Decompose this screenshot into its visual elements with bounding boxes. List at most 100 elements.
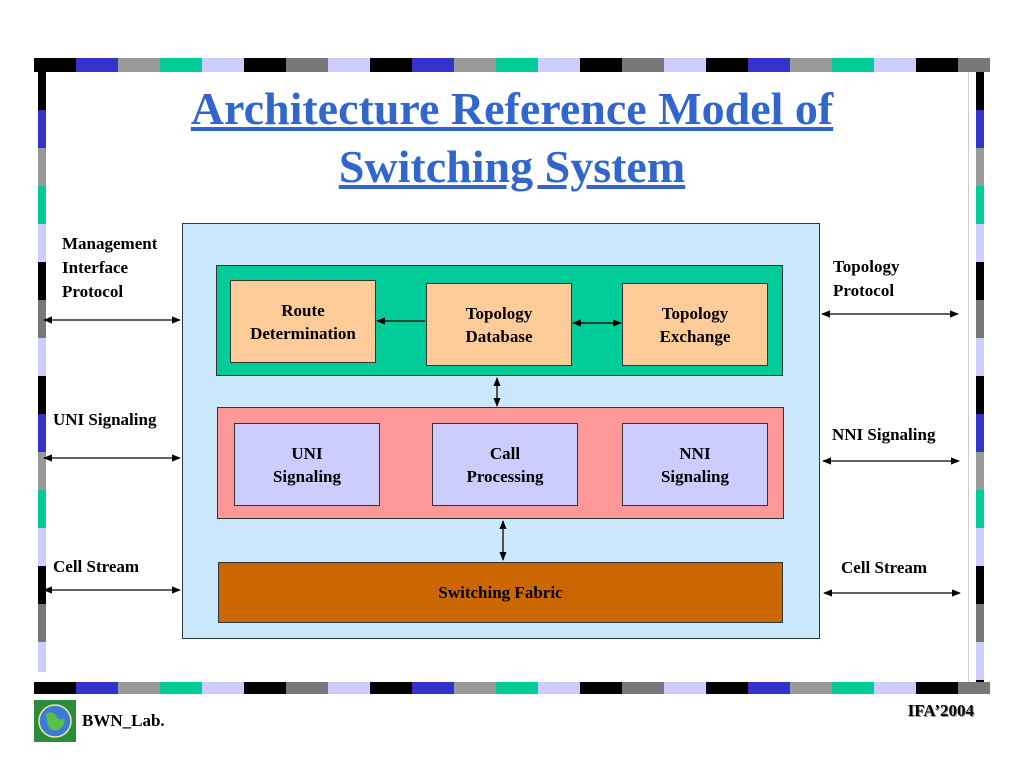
uni-signaling-label: UNI Signaling [53,410,157,429]
stripe-segment [916,58,958,72]
title-line-1: Architecture Reference Model of [190,83,834,134]
stripe-segment [160,58,202,72]
cell-stream-left-label: Cell Stream [53,557,140,576]
stripe-segment [38,452,46,490]
stripe-segment [76,58,118,72]
stripe-segment [916,682,958,694]
stripe-segment [976,224,984,262]
stripe-segment [706,682,748,694]
route-determination-box: Route Determination [230,280,376,363]
stripe-segment [34,58,76,72]
nni-signaling-box: NNI Signaling [622,423,768,506]
stripe-segment [832,58,874,72]
stripe-segment [160,682,202,694]
stripe-segment [76,682,118,694]
footer-lab-name: BWN_Lab. [82,711,165,730]
stripe-segment [976,72,984,110]
stripe-segment [38,148,46,186]
topology-database-box: Topology Database [426,283,572,366]
stripe-segment [874,682,916,694]
page-title: Architecture Reference Model of Switchin… [100,80,924,196]
stripe-segment [202,58,244,72]
stripe-segment [38,414,46,452]
stripe-segment [538,58,580,72]
stripe-segment [748,682,790,694]
stripe-segment [38,642,46,672]
stripe-segment [664,682,706,694]
stripe-segment [38,300,46,338]
stripe-segment [38,604,46,642]
stripe-segment [832,682,874,694]
stripe-segment [580,682,622,694]
uni-signaling-box: UNI Signaling [234,423,380,506]
stripe-segment [976,186,984,224]
stripe-segment [244,58,286,72]
stripe-segment [706,58,748,72]
stripe-segment [976,490,984,528]
stripe-segment [38,566,46,604]
title-line-2: Switching System [338,141,686,192]
stripe-segment [496,682,538,694]
stripe-segment [38,376,46,414]
topology-exchange-box: Topology Exchange [622,283,768,366]
stripe-segment [976,376,984,414]
call-processing-box: Call Processing [432,423,578,506]
stripe-segment [118,58,160,72]
top-border-stripe [34,58,990,72]
stripe-segment [370,682,412,694]
stripe-segment [976,528,984,566]
stripe-segment [454,682,496,694]
stripe-segment [38,186,46,224]
stripe-segment [118,682,160,694]
stripe-segment [412,682,454,694]
stripe-segment [38,224,46,262]
stripe-segment [328,58,370,72]
stripe-segment [286,682,328,694]
right-inner-line [968,72,969,682]
stripe-segment [496,58,538,72]
stripe-segment [38,338,46,376]
stripe-segment [976,566,984,604]
stripe-segment [244,682,286,694]
stripe-segment [976,262,984,300]
stripe-segment [976,642,984,680]
bottom-border-stripe [34,682,990,694]
stripe-segment [538,682,580,694]
stripe-segment [622,58,664,72]
switching-fabric-box: Switching Fabric [218,562,783,623]
stripe-segment [790,682,832,694]
stripe-segment [790,58,832,72]
stripe-segment [38,490,46,528]
stripe-segment [370,58,412,72]
stripe-segment [976,452,984,490]
cell-stream-right-label: Cell Stream [841,558,928,577]
footer-event: IFA’2004 [907,701,974,720]
stripe-segment [748,58,790,72]
stripe-segment [976,604,984,642]
bwn-lab-logo [34,700,76,742]
stripe-segment [622,682,664,694]
stripe-segment [958,58,990,72]
stripe-segment [874,58,916,72]
stripe-segment [412,58,454,72]
stripe-segment [38,528,46,566]
stripe-segment [958,682,990,694]
stripe-segment [976,110,984,148]
stripe-segment [328,682,370,694]
stripe-segment [38,72,46,110]
stripe-segment [38,262,46,300]
management-interface-protocol-label: Management Interface Protocol [62,234,158,301]
nni-signaling-label: NNI Signaling [832,425,936,444]
stripe-segment [454,58,496,72]
stripe-segment [34,682,76,694]
stripe-segment [286,58,328,72]
left-border-stripe [38,72,46,672]
stripe-segment [664,58,706,72]
stripe-segment [202,682,244,694]
stripe-segment [580,58,622,72]
right-border-stripe [976,72,984,682]
topology-protocol-label: Topology Protocol [833,257,900,300]
stripe-segment [976,338,984,376]
stripe-segment [38,110,46,148]
